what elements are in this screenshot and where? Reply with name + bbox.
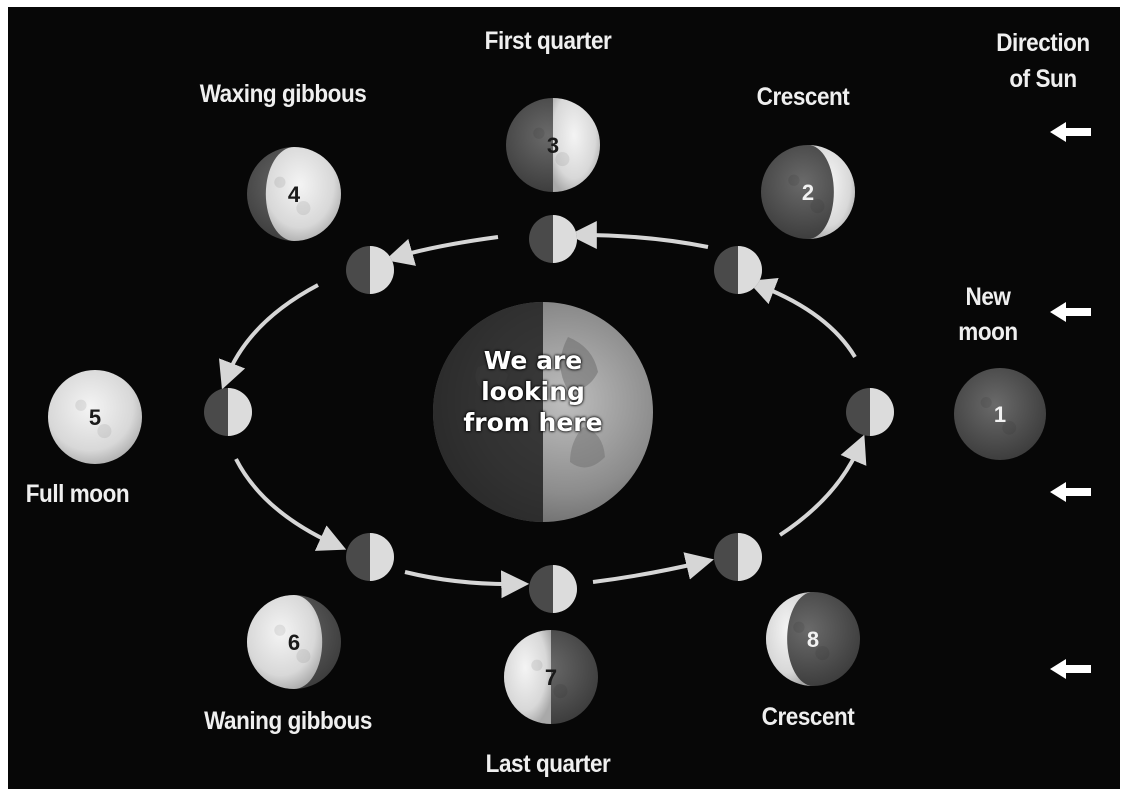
left-arrow-icon (1050, 482, 1091, 502)
orbit-arrow (405, 572, 518, 584)
phase-moon-5: 5 (48, 370, 142, 464)
orbit-arrow (758, 285, 855, 357)
earth-caption-line2: looking (433, 376, 633, 407)
earth-caption-line1: We are (433, 345, 633, 376)
orbit-moon (529, 565, 577, 613)
left-arrow-icon (1050, 659, 1091, 679)
phase-moon-8: 8 (766, 592, 860, 686)
phase-number-1: 1 (994, 402, 1006, 427)
orbit-arrow (236, 459, 336, 545)
orbit-moon (846, 388, 894, 436)
orbit-arrow (593, 562, 703, 582)
phase-moon-4: 4 (247, 147, 341, 241)
label-first-quarter: First quarter (458, 29, 638, 54)
phase-number-3: 3 (547, 133, 559, 158)
orbit-moon (346, 246, 394, 294)
phase-moon-1: 1 (954, 368, 1046, 460)
phase-moon-6: 6 (247, 595, 341, 689)
label-waxing-gibbous: Waxing gibbous (175, 82, 391, 107)
phase-number-8: 8 (807, 627, 819, 652)
label-direction-of-sun-line1: Direction (976, 31, 1111, 56)
orbit-moon (714, 246, 762, 294)
phase-moon-7: 7 (504, 630, 598, 724)
orbit-arrow (780, 445, 860, 535)
orbit-moon (204, 388, 252, 436)
earth-caption: We are looking from here (433, 345, 633, 438)
label-crescent-top: Crescent (727, 85, 880, 110)
phase-number-2: 2 (802, 180, 814, 205)
phase-number-7: 7 (545, 665, 557, 690)
label-crescent-bottom: Crescent (727, 705, 889, 730)
left-arrow-icon (1050, 302, 1091, 322)
label-last-quarter: Last quarter (449, 752, 647, 777)
label-new-moon-line2: moon (934, 320, 1042, 345)
moon-phases-diagram: 1 2 3 4 5 6 7 8 First quarter Waxing gibbous Cr… (8, 7, 1120, 789)
phase-number-4: 4 (288, 182, 301, 207)
orbit-arrow (580, 235, 708, 247)
label-direction-of-sun-line2: of Sun (976, 67, 1111, 92)
orbit-moon (529, 215, 577, 263)
label-new-moon-line1: New (934, 285, 1042, 310)
orbit-arrow (226, 285, 318, 379)
label-full-moon: Full moon (26, 482, 129, 507)
left-arrow-icon (1050, 122, 1091, 142)
phase-moon-2: 2 (761, 145, 855, 239)
orbit-moon (714, 533, 762, 581)
phase-number-5: 5 (89, 405, 101, 430)
orbit-moon (346, 533, 394, 581)
orbit-arrow (396, 237, 498, 257)
phase-number-6: 6 (288, 630, 300, 655)
sun-direction-arrows (1050, 122, 1091, 679)
earth-caption-line3: from here (433, 407, 633, 438)
phase-moon-3: 3 (506, 98, 600, 192)
label-waning-gibbous: Waning gibbous (176, 709, 401, 734)
